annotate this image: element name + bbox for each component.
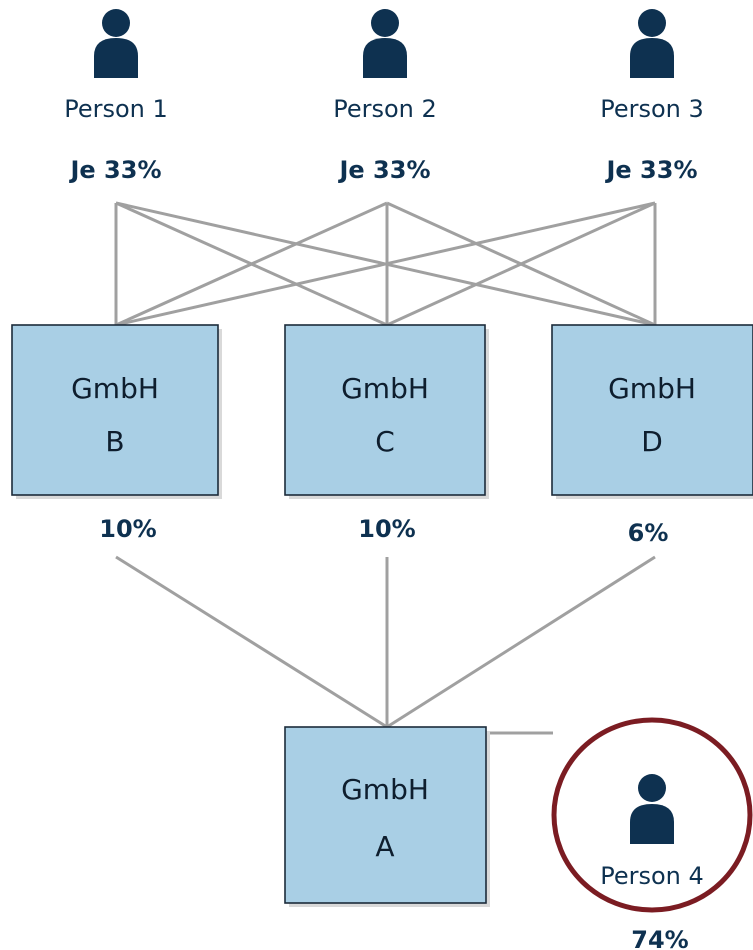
company-c: GmbH C bbox=[284, 324, 489, 499]
company-a-line2: A bbox=[375, 830, 394, 863]
person-4: Person 4 74% bbox=[551, 717, 753, 950]
company-b: GmbH B bbox=[11, 324, 222, 499]
person-icon bbox=[630, 774, 674, 844]
person-share: Je 33% bbox=[337, 156, 430, 184]
person-label: Person 3 bbox=[600, 95, 704, 123]
company-b-line2: B bbox=[105, 425, 124, 458]
person-share: Je 33% bbox=[604, 156, 697, 184]
person-2: Person 2 Je 33% bbox=[333, 9, 437, 184]
person-icon bbox=[630, 9, 674, 78]
person-icon bbox=[94, 9, 138, 78]
person-3: Person 3 Je 33% bbox=[600, 9, 704, 184]
person-label: Person 2 bbox=[333, 95, 437, 123]
person-label: Person 1 bbox=[64, 95, 168, 123]
company-d-line2: D bbox=[641, 425, 663, 458]
connector-d-a bbox=[386, 555, 656, 729]
person-label: Person 4 bbox=[600, 862, 704, 890]
company-a-connectors bbox=[115, 555, 656, 735]
person-share: Je 33% bbox=[68, 156, 161, 184]
company-a: GmbH A bbox=[284, 726, 490, 907]
company-d: GmbH D bbox=[551, 324, 753, 499]
company-c-line1: GmbH bbox=[341, 372, 429, 405]
connector-b-a bbox=[115, 555, 388, 729]
person-company-connectors bbox=[114, 201, 657, 327]
company-b-share: 10% bbox=[99, 515, 156, 543]
company-c-line2: C bbox=[375, 425, 395, 458]
company-b-line1: GmbH bbox=[71, 372, 159, 405]
company-a-box bbox=[284, 726, 487, 904]
person-share: 74% bbox=[631, 926, 688, 950]
highlight-ring bbox=[551, 717, 753, 913]
person-icon bbox=[363, 9, 407, 78]
company-d-line1: GmbH bbox=[608, 372, 696, 405]
connector-p3-b bbox=[115, 201, 656, 327]
company-a-line1: GmbH bbox=[341, 773, 429, 806]
company-b-box bbox=[11, 324, 219, 496]
connector-p2-b bbox=[115, 201, 388, 327]
company-c-box bbox=[284, 324, 486, 496]
connector-p3-c bbox=[386, 201, 656, 327]
company-d-box bbox=[551, 324, 753, 496]
company-c-share: 10% bbox=[358, 515, 415, 543]
person-1: Person 1 Je 33% bbox=[64, 9, 168, 184]
company-d-share: 6% bbox=[628, 519, 669, 547]
